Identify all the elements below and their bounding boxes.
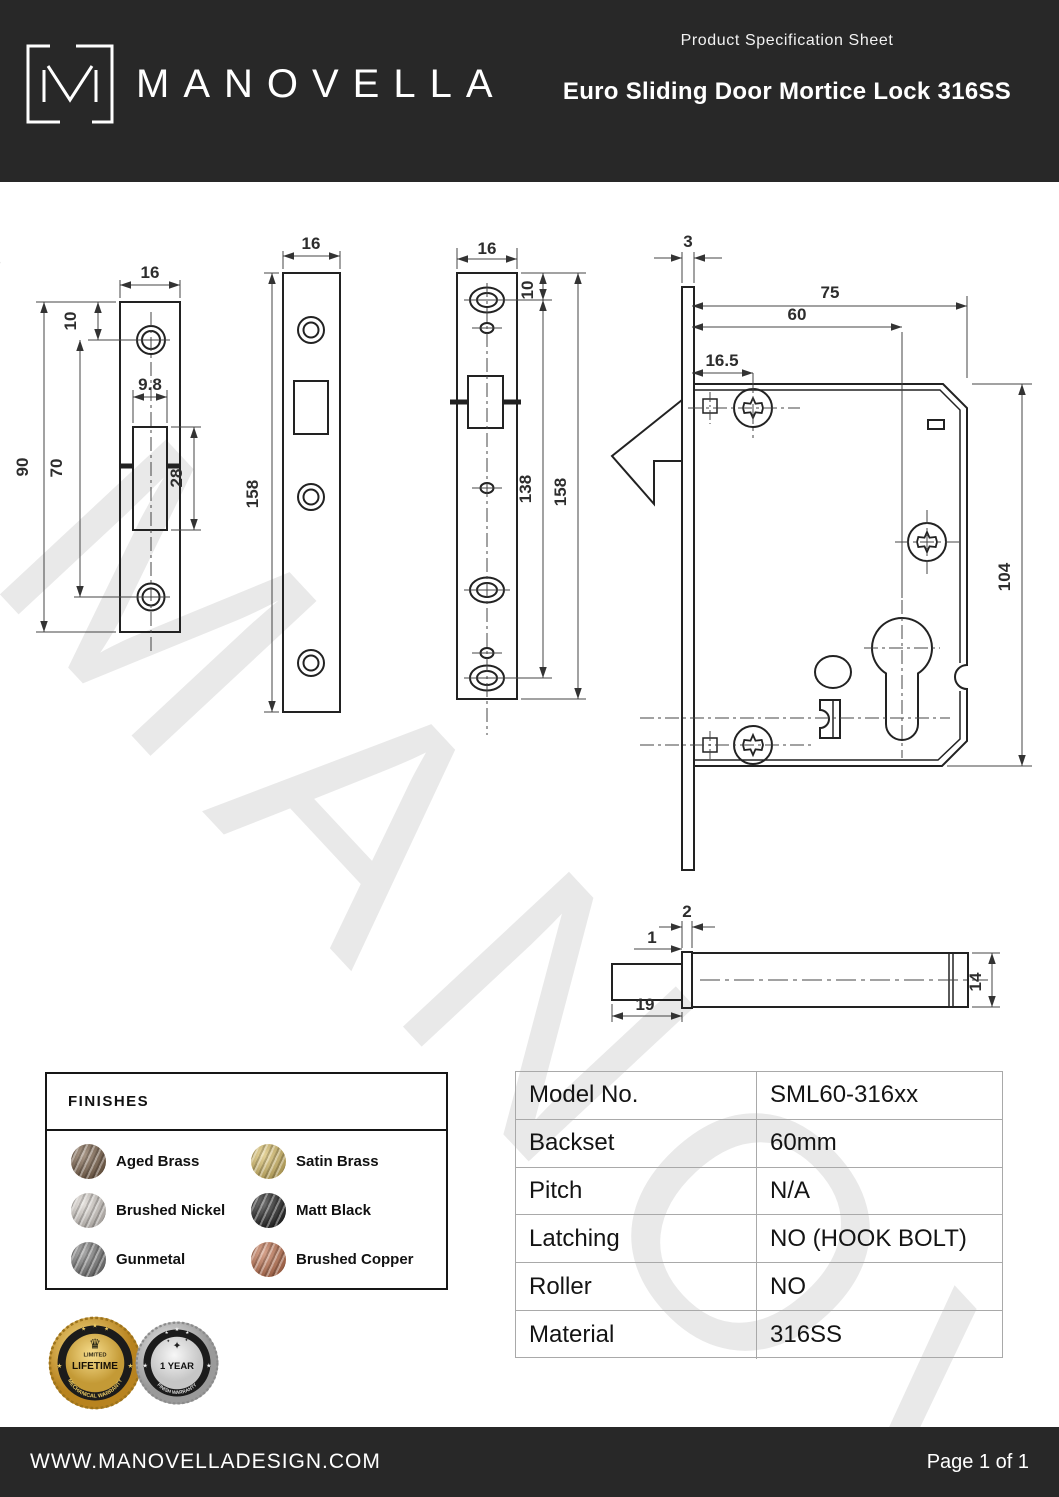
dim-bolt-tail-length: 19: [636, 995, 655, 1014]
star-icon: ★: [185, 1330, 190, 1336]
dim-front-height: 158: [551, 478, 570, 506]
finishes-title: FINISHES: [47, 1074, 446, 1131]
finish-option: Brushed Copper: [251, 1235, 446, 1284]
dim-strike-hole-offset: 10: [61, 312, 80, 331]
header-bar: MANOVELLA Product Specification Sheet Eu…: [0, 0, 1059, 182]
star-icon: ★: [174, 1326, 179, 1333]
dim-bolt-barrel-height: 14: [966, 972, 985, 991]
spec-value: NO: [757, 1263, 1002, 1311]
finish-option: Brushed Nickel: [71, 1186, 251, 1235]
sparkle-icon: ✦: [184, 1338, 188, 1344]
euro-cylinder-cutout: [871, 617, 933, 741]
crown-icon: ♛: [89, 1337, 101, 1352]
dim-body-screw-offset: 16.5: [705, 351, 738, 370]
strike-plate-drawing: 16 10 70 90 9.8 28: [13, 263, 201, 652]
brand-logo: MANOVELLA: [26, 44, 507, 124]
dim-strike-hole-spacing: 70: [47, 459, 66, 478]
dim-body-faceplate-thickness: 3: [683, 232, 692, 251]
finish-swatch-aged-brass: [71, 1144, 106, 1179]
finish-option: Gunmetal: [71, 1235, 251, 1284]
finish-warranty-badge: ★ ★ ★ ★ ★ ✦ ✦ ✦ 1 YEAR FINISH WARRANTY: [135, 1321, 219, 1405]
lock-body-drawing: 3 75 60 16.5 104: [610, 232, 1032, 871]
finish-label: Matt Black: [296, 1202, 372, 1219]
star-icon: ★: [104, 1326, 109, 1332]
star-icon: ★: [142, 1362, 147, 1369]
dim-body-backset: 60: [788, 305, 807, 324]
dim-strike-cutout-width: 9.8: [138, 375, 162, 394]
dim-strike-height: 90: [13, 458, 32, 477]
finish-swatch-brushed-nickel: [71, 1193, 106, 1228]
spec-table: Model No. SML60-316xx Backset 60mm Pitch…: [515, 1071, 1003, 1359]
spec-value: 60mm: [757, 1120, 1002, 1168]
spec-value: SML60-316xx: [757, 1072, 1002, 1120]
dim-bolt-flange-offset: 1: [647, 928, 656, 947]
footer-bar: WWW.MANOVELLADESIGN.COM Page 1 of 1: [0, 1427, 1059, 1497]
star-icon: ★: [128, 1362, 134, 1370]
logo-mark-icon: [26, 44, 114, 124]
header-titles: Product Specification Sheet Euro Sliding…: [537, 32, 1037, 106]
sheet-type-label: Product Specification Sheet: [680, 32, 894, 49]
finish-swatch-gunmetal: [71, 1242, 106, 1277]
finish-swatch-brushed-copper: [251, 1242, 286, 1277]
finish-option: Satin Brass: [251, 1137, 446, 1186]
spec-label: Backset: [516, 1119, 757, 1168]
badge-main-label: LIFETIME: [72, 1361, 118, 1372]
dim-strike-cutout-height: 28: [167, 469, 186, 488]
dim-bolt-flange-thickness: 2: [682, 902, 691, 921]
spec-value: N/A: [757, 1168, 1002, 1216]
dim-front-width: 16: [478, 239, 497, 258]
finish-swatch-matt-black: [251, 1193, 286, 1228]
spec-label: Material: [516, 1310, 757, 1359]
dim-front-hole-offset: 10: [518, 281, 537, 300]
dim-strike-width: 16: [141, 263, 160, 282]
sparkle-icon: ✦: [173, 1341, 182, 1352]
finish-option: Matt Black: [251, 1186, 446, 1235]
spec-value: 316SS: [770, 1320, 843, 1348]
finish-label: Aged Brass: [116, 1153, 200, 1170]
brand-name: MANOVELLA: [136, 61, 507, 106]
spec-value: NO (HOOK BOLT): [757, 1215, 1002, 1264]
dim-side-height: 158: [243, 480, 262, 508]
badge-top-label: LIMITED: [84, 1352, 107, 1358]
dim-front-hole-span: 138: [516, 475, 535, 503]
star-icon: ★: [92, 1322, 98, 1329]
spec-label: Pitch: [516, 1167, 757, 1216]
dim-side-width: 16: [302, 234, 321, 253]
badge-main-label: 1 YEAR: [160, 1361, 194, 1372]
finishes-box: FINISHES Aged Brass Satin Brass Brushed …: [45, 1072, 448, 1290]
finish-label: Gunmetal: [116, 1251, 186, 1268]
finish-label: Brushed Copper: [296, 1251, 414, 1268]
finishes-grid: Aged Brass Satin Brass Brushed Nickel Ma…: [47, 1131, 446, 1284]
footer-website: WWW.MANOVELLADESIGN.COM: [30, 1450, 381, 1473]
sparkle-icon: ✦: [166, 1338, 170, 1344]
product-title: Euro Sliding Door Mortice Lock 316SS: [562, 78, 1012, 105]
footer-page-number: Page 1 of 1: [926, 1450, 1029, 1473]
star-icon: ★: [56, 1362, 62, 1370]
star-icon: ★: [165, 1330, 170, 1336]
bolt-side-drawing: 2 1 19 14: [611, 902, 1000, 1022]
spec-label: Model No.: [516, 1072, 757, 1120]
faceplate-side-drawing: 16 158: [243, 234, 341, 713]
star-icon: ★: [81, 1326, 86, 1332]
spec-label: Latching: [516, 1215, 757, 1264]
finish-option: Aged Brass: [71, 1137, 251, 1186]
spec-label: Roller: [516, 1263, 757, 1311]
finish-label: Satin Brass: [296, 1153, 379, 1170]
finish-swatch-satin-brass: [251, 1144, 286, 1179]
technical-drawings: 16 10 70 90 9.8 28 16 158: [13, 232, 1032, 1022]
star-icon: ★: [206, 1362, 211, 1369]
finish-label: Brushed Nickel: [116, 1202, 226, 1219]
lifetime-warranty-badge: ★ ★ ★ ★ ★ ♛ LIMITED LIFETIME MECHANICAL …: [48, 1316, 142, 1410]
dim-body-height: 104: [995, 562, 1014, 591]
faceplate-front-drawing: 16 10 138 158: [450, 239, 586, 735]
dim-body-depth: 75: [821, 283, 840, 302]
